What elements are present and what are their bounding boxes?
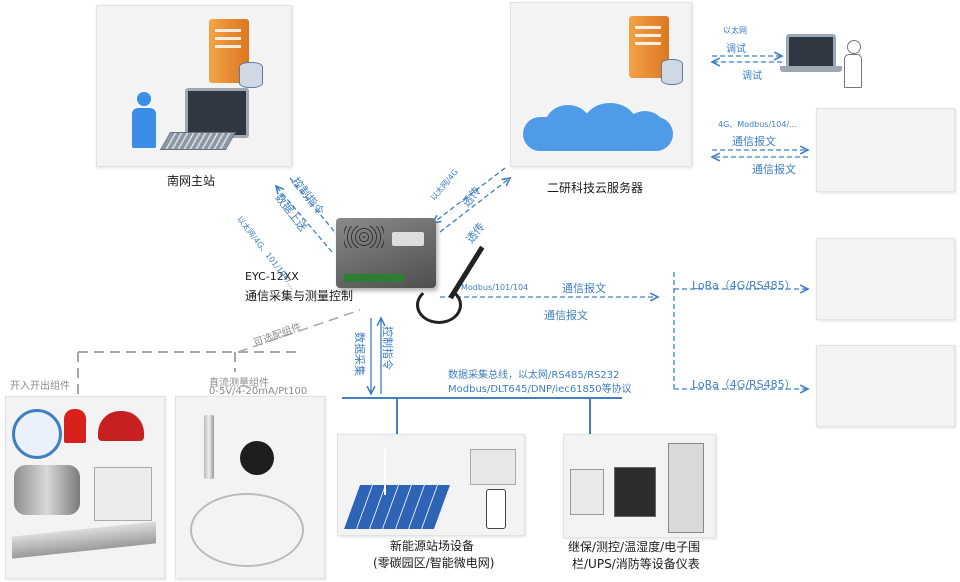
south-grid-master-label: 南网主站 bbox=[167, 174, 216, 188]
person-icon bbox=[129, 92, 159, 148]
panel-cabinet-icon bbox=[668, 443, 704, 533]
lora-trunk bbox=[673, 272, 808, 392]
cloud-icon bbox=[523, 103, 673, 153]
cabinet-icon bbox=[470, 449, 516, 485]
south-grid-master-panel bbox=[96, 5, 292, 167]
comm-message-label-3: 通信报文 bbox=[562, 282, 606, 295]
debug-label-2: 调试 bbox=[742, 71, 762, 82]
debug-protocol-label: 以太网 bbox=[723, 26, 747, 35]
lora-label-2: LoRa（4G/RS485） bbox=[692, 378, 796, 391]
comm-message-label-2: 通信报文 bbox=[752, 163, 796, 176]
control-command-label-2: 控制指令 bbox=[381, 326, 394, 370]
motor-icon bbox=[14, 465, 80, 515]
switch-icon bbox=[94, 467, 152, 521]
dc-group-label-1: 直流测量组件 bbox=[209, 378, 269, 389]
io-group-panel bbox=[5, 396, 165, 579]
keyboard-icon bbox=[159, 132, 237, 150]
data-collect-label: 数据采集 bbox=[353, 332, 366, 376]
io-group-label: 开入开出组件 bbox=[10, 381, 70, 392]
monitor-icon bbox=[185, 88, 249, 138]
alarm-light-icon bbox=[64, 409, 86, 443]
optional-links bbox=[77, 309, 361, 396]
eyc-device-icon bbox=[336, 218, 436, 288]
bus-label-2: Modbus/DLT645/DNP/iec61850等协议 bbox=[448, 384, 632, 395]
wind-turbine-icon bbox=[384, 449, 386, 495]
debug-label-1: 调试 bbox=[726, 44, 746, 55]
bus-vertical-arrows bbox=[371, 318, 381, 394]
database-icon bbox=[239, 62, 263, 88]
engineer-icon bbox=[842, 40, 864, 88]
bell-icon bbox=[98, 411, 144, 441]
cloud-database-icon bbox=[661, 59, 683, 85]
laptop-icon bbox=[786, 34, 836, 70]
instruments-label-1: 继保/测控/温湿度/电子围 bbox=[568, 540, 701, 554]
site-equipment-panel-1 bbox=[816, 108, 955, 192]
new-energy-label-2: (零碳园区/智能微电网) bbox=[373, 556, 495, 570]
instruments-panel bbox=[563, 434, 716, 538]
instruments-label-2: 栏/UPS/消防等设备仪表 bbox=[572, 557, 700, 571]
sensor-cable bbox=[190, 493, 304, 567]
cloud-server-label: 二研科技云服务器 bbox=[547, 181, 644, 195]
sensor-probe-icon bbox=[204, 415, 214, 479]
controller-icon bbox=[614, 467, 656, 517]
modbus-protocol-label: Modbus/101/104 bbox=[461, 283, 529, 292]
comm-message-label-4: 通信报文 bbox=[544, 309, 588, 322]
electromagnetic-lock-icon bbox=[12, 521, 156, 559]
lora-label-1: LoRa（4G/RS485） bbox=[692, 279, 796, 292]
data-bus bbox=[342, 397, 622, 434]
new-energy-label-1: 新能源站场设备 bbox=[390, 539, 475, 553]
cloud-link-arrows bbox=[433, 167, 510, 233]
site-equipment-panel-3 bbox=[816, 345, 955, 427]
device-model: EYC-12XX bbox=[245, 270, 299, 283]
site-link-arrows bbox=[712, 150, 808, 157]
antenna-cable bbox=[416, 286, 462, 324]
new-energy-panel bbox=[337, 434, 525, 536]
anemometer-icon bbox=[240, 441, 274, 475]
debug-link-arrows bbox=[712, 56, 782, 62]
dc-group-label-2: 0-5V/4-20mA/Pt100 bbox=[209, 386, 308, 397]
device-name: 通信采集与测量控制 bbox=[245, 289, 354, 303]
site-equipment-panel-2 bbox=[816, 238, 955, 320]
charger-icon bbox=[486, 489, 506, 529]
dc-group-panel bbox=[175, 396, 325, 579]
solar-panel-icon bbox=[343, 485, 451, 529]
site-protocol-label: 4G、Modbus/104/... bbox=[718, 120, 797, 129]
protection-relay-icon bbox=[570, 469, 604, 515]
comm-message-label-1: 通信报文 bbox=[732, 135, 776, 148]
bus-label-1: 数据采集总线，以太网/RS485/RS232 bbox=[448, 370, 620, 381]
cloud-server-panel bbox=[510, 2, 692, 167]
laptop-base bbox=[780, 66, 842, 72]
fan-icon bbox=[12, 409, 62, 459]
